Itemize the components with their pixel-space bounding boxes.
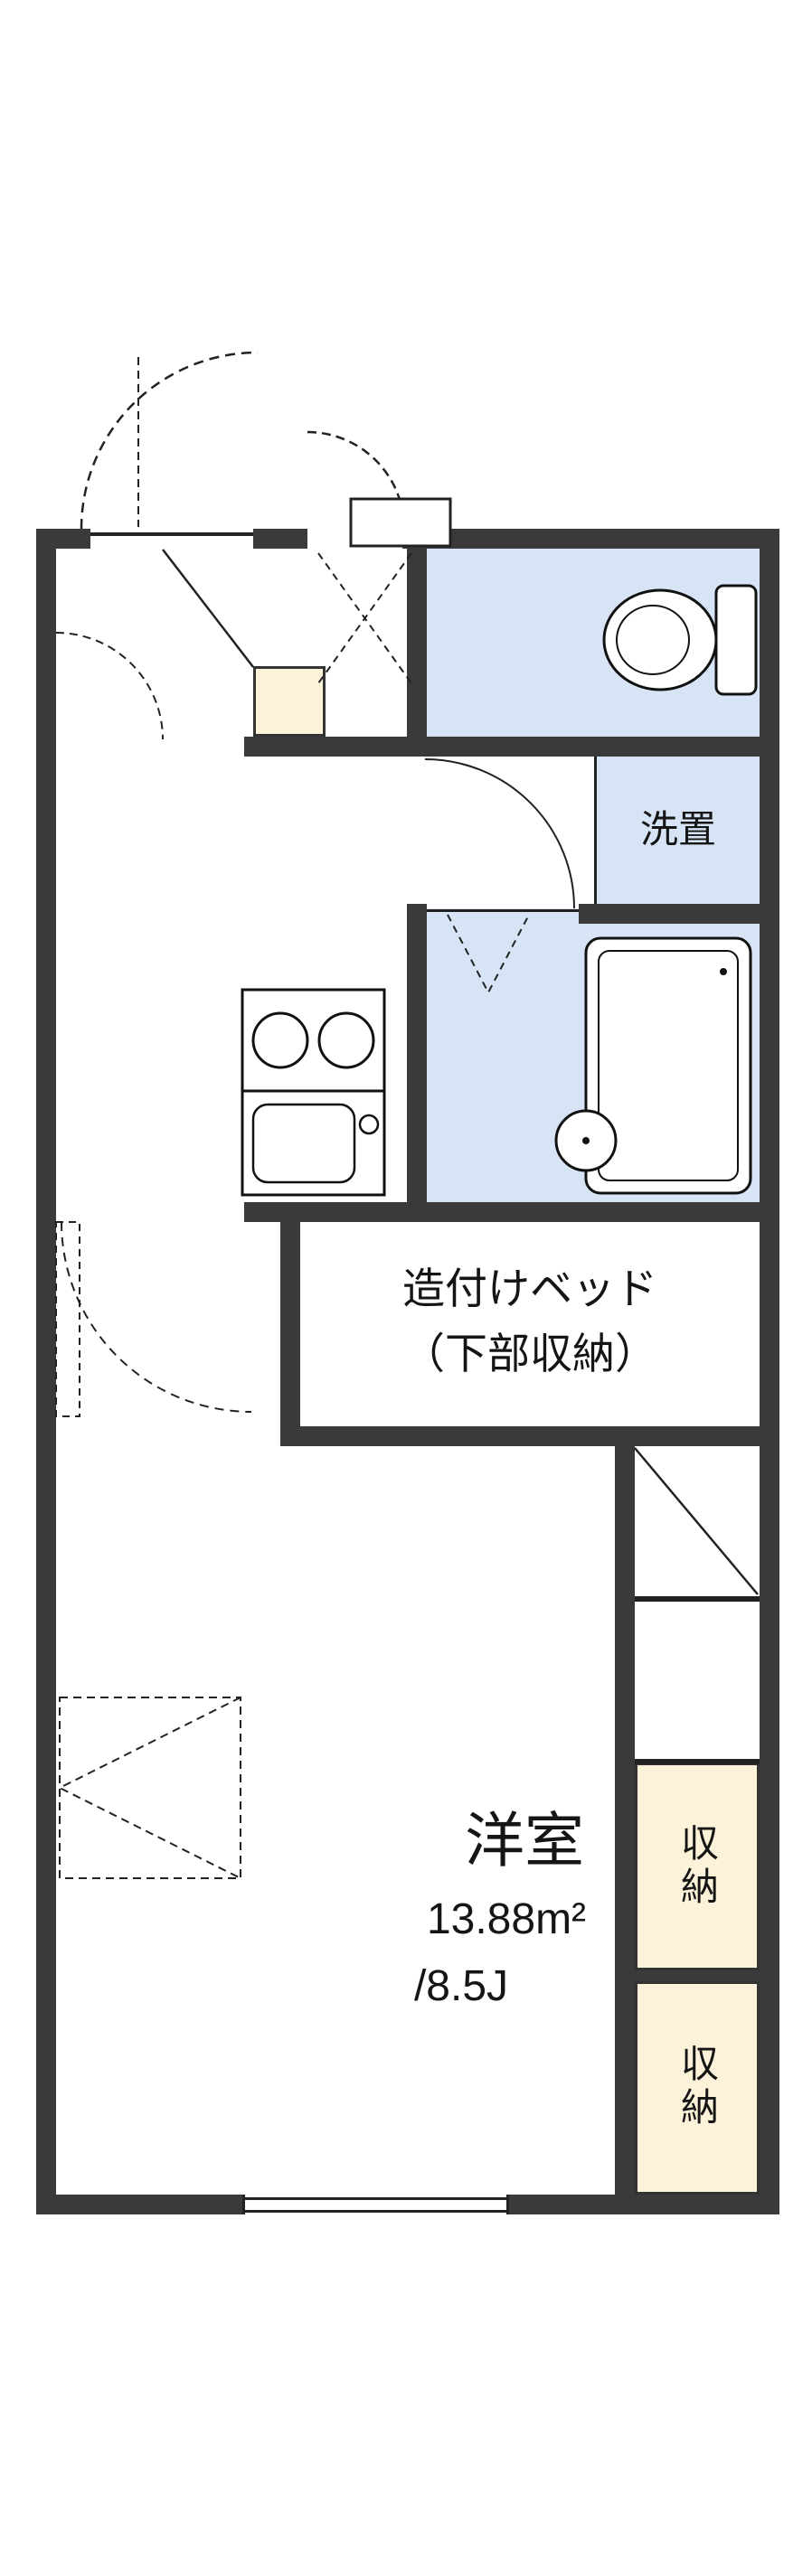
storage-label-1: 収納 bbox=[635, 1791, 760, 1941]
wall-bottom-a bbox=[36, 2195, 244, 2214]
stove-burner-left-icon bbox=[251, 1011, 309, 1069]
bath-door-icon bbox=[447, 914, 530, 995]
wall-toilet-left bbox=[407, 549, 427, 737]
toilet-door-arc bbox=[424, 758, 575, 909]
wall-mid-under-toilet bbox=[244, 737, 779, 757]
closet-divider-2 bbox=[635, 1759, 760, 1764]
storage-box-2 bbox=[635, 1981, 760, 2195]
storage-label-1-text: 収納 bbox=[675, 1823, 719, 1910]
laundry-area bbox=[597, 757, 760, 904]
wall-bed-left bbox=[280, 1202, 300, 1446]
wall-room-top bbox=[244, 1202, 779, 1222]
bath-door-line bbox=[427, 909, 579, 912]
stove-burner-right-icon bbox=[317, 1011, 375, 1069]
room-door-leaf bbox=[55, 1221, 80, 1417]
toilet-bowl-icon bbox=[602, 588, 718, 691]
window-line-outer bbox=[244, 2197, 506, 2200]
wall-bath-left bbox=[407, 904, 427, 1202]
wall-right-outer bbox=[760, 529, 779, 2214]
room-area-m2: 13.88m² bbox=[426, 1895, 587, 1943]
door-frame-box bbox=[349, 497, 452, 548]
wall-bath-top bbox=[579, 904, 779, 924]
wall-closet-left bbox=[615, 1446, 635, 2195]
laundry-left-line bbox=[594, 757, 597, 904]
storage-label-2-text: 収納 bbox=[675, 2044, 719, 2130]
pipe-space-cross bbox=[317, 552, 412, 684]
wall-top-c bbox=[402, 529, 779, 549]
bathtub-faucet-icon bbox=[720, 968, 727, 975]
laundry-label: 洗置 bbox=[639, 808, 716, 851]
bed-label-line2: （下部収納） bbox=[402, 1330, 657, 1377]
window-tick-left bbox=[242, 2195, 245, 2214]
room-name: 洋室 bbox=[465, 1807, 584, 1874]
dashed-fixture-box bbox=[59, 1697, 241, 1879]
entry-door-arc bbox=[80, 351, 259, 530]
room-area-j: /8.5J bbox=[413, 1962, 509, 2010]
genkan-door-arc bbox=[55, 632, 164, 740]
storage-label-2: 収納 bbox=[635, 2012, 760, 2162]
stove-icon bbox=[241, 988, 386, 1093]
window-tick-right bbox=[506, 2195, 509, 2214]
toilet-seat-icon bbox=[616, 605, 690, 675]
closet-divider-1 bbox=[635, 1596, 760, 1602]
wall-left-outer bbox=[36, 529, 56, 2214]
dashed-fixture-chevron bbox=[57, 1697, 241, 1879]
shoe-cabinet bbox=[253, 666, 326, 737]
toilet-tank-icon bbox=[714, 584, 758, 696]
closet-diagonal bbox=[634, 1447, 759, 1595]
bed-label-line1: 造付けベッド bbox=[402, 1264, 657, 1312]
sink-basin-icon bbox=[251, 1103, 356, 1184]
wall-top-b bbox=[253, 529, 307, 549]
entry-door-line bbox=[90, 532, 253, 536]
genkan-step-line bbox=[162, 549, 254, 668]
window-line-inner bbox=[244, 2210, 506, 2213]
sink-faucet-icon bbox=[358, 1114, 380, 1135]
wall-bottom-b bbox=[506, 2195, 779, 2214]
wall-top-a bbox=[36, 529, 90, 549]
bathtub-inner-icon bbox=[598, 950, 739, 1181]
wall-bed-bottom bbox=[280, 1426, 779, 1446]
room-door-arc bbox=[61, 1221, 252, 1413]
sink-icon bbox=[241, 1089, 386, 1197]
bathtub-icon bbox=[584, 936, 752, 1195]
storage-divider bbox=[635, 1970, 760, 1981]
bath-drain-center-icon bbox=[582, 1137, 590, 1144]
